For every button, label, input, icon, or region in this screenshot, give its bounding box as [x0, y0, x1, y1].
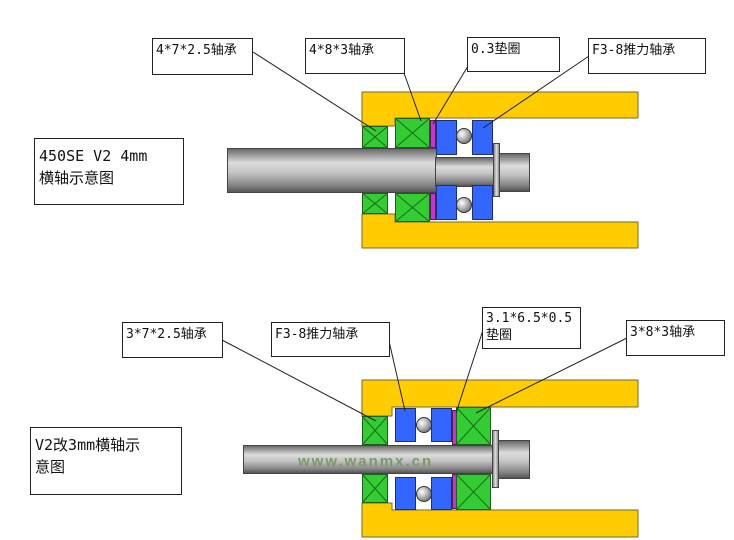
top-label-large-bearing-text: 4*8*3轴承 [309, 43, 375, 58]
bottom-large-bearing-upper [456, 407, 491, 445]
top-shaft-main [227, 148, 437, 193]
top-label-thrust-bearing: F3-8推力轴承 [588, 38, 706, 74]
top-large-bearing-lower [395, 193, 430, 222]
top-label-small-bearing-text: 4*7*2.5轴承 [156, 43, 237, 58]
bottom-label-washer: 3.1*6.5*0.5 垫圈 [482, 307, 581, 349]
bottom-shaft-end [498, 440, 530, 479]
top-label-large-bearing: 4*8*3轴承 [305, 38, 405, 74]
bottom-label-small-bearing: 3*7*2.5轴承 [122, 322, 223, 358]
top-label-thrust-bearing-text: F3-8推力轴承 [592, 43, 676, 58]
bottom-diagram-title: V2改3mm横轴示 意图 [30, 427, 182, 495]
watermark-text: www.wanmx.cn [298, 453, 434, 470]
top-diagram-title-line1: 450SE V2 4mm [39, 147, 148, 165]
top-thrust-race-right-upper [472, 120, 493, 155]
bottom-label-large-bearing-text: 3*8*3轴承 [630, 325, 696, 340]
top-thrust-race-left-upper [436, 120, 457, 155]
top-small-bearing-lower [362, 193, 388, 214]
bottom-label-thrust-bearing: F3-8推力轴承 [271, 322, 390, 357]
bottom-diagram-title-line2: 意图 [35, 458, 66, 476]
top-shaft-end [499, 153, 530, 192]
top-diagram-title: 450SE V2 4mm 横轴示意图 [34, 138, 184, 205]
bottom-small-bearing-upper [362, 416, 388, 445]
top-small-bearing-upper [362, 126, 388, 148]
bottom-thrust-race-left-upper [395, 408, 416, 442]
bottom-label-small-bearing-text: 3*7*2.5轴承 [126, 327, 207, 342]
top-washer-lower [430, 193, 436, 220]
bottom-small-bearing-lower [362, 474, 388, 503]
bottom-diagram-title-line1: V2改3mm横轴示 [35, 436, 141, 454]
bottom-thrust-race-right-upper [431, 408, 452, 442]
bottom-housing-lower [361, 502, 639, 538]
top-thrust-race-left-lower [436, 185, 457, 220]
top-thrust-ball-upper [456, 128, 472, 144]
bottom-thrust-race-left-lower [395, 477, 416, 510]
top-large-bearing-upper [395, 118, 430, 148]
bottom-label-washer-text-line2: 垫圈 [486, 328, 513, 343]
bottom-shaft-main [243, 445, 495, 474]
bottom-label-large-bearing: 3*8*3轴承 [626, 320, 725, 356]
top-label-small-bearing: 4*7*2.5轴承 [152, 38, 253, 75]
bottom-label-washer-text-line1: 3.1*6.5*0.5 [486, 311, 573, 326]
top-thrust-race-right-lower [472, 185, 493, 220]
bottom-label-thrust-bearing-text: F3-8推力轴承 [275, 327, 359, 342]
top-label-washer: 0.3垫圈 [467, 37, 560, 72]
bottom-thrust-ball-upper [416, 417, 432, 433]
top-shaft-step [435, 157, 495, 187]
top-thrust-ball-lower [456, 197, 472, 213]
bottom-thrust-race-right-lower [431, 477, 452, 510]
bottom-large-bearing-lower [456, 474, 491, 510]
top-label-washer-text: 0.3垫圈 [471, 42, 521, 57]
bottom-thrust-ball-lower [416, 486, 432, 502]
top-diagram-title-line2: 横轴示意图 [39, 169, 115, 187]
